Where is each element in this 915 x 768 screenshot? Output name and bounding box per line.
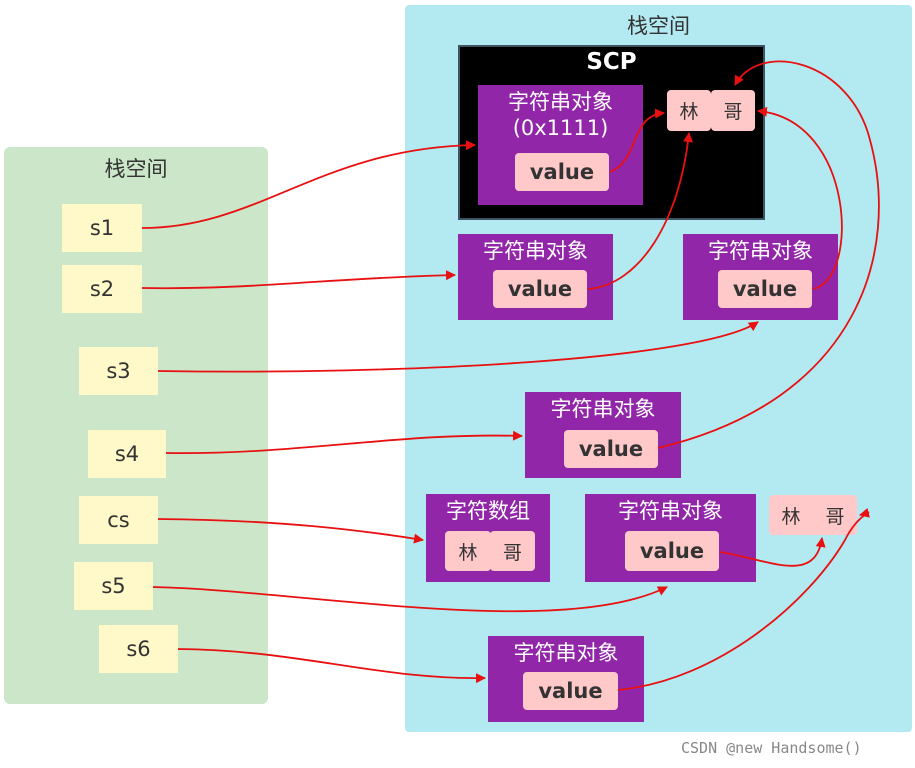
heap-panel-title: 栈空间 [627, 14, 690, 38]
var-s2: s2 [62, 265, 142, 313]
scp-value-field: value [515, 153, 609, 191]
scp-char-ge: 哥 [711, 90, 755, 131]
char-array-object: 字符数组 林 哥 [426, 494, 550, 582]
scp-title: SCP [586, 49, 637, 75]
scp-object-address: (0x1111) [512, 116, 609, 140]
var-s5: s5 [74, 562, 153, 610]
string-object-s6: 字符串对象 value [488, 636, 644, 722]
var-s3: s3 [79, 347, 158, 395]
watermark: CSDN @new Handsome() [681, 739, 862, 757]
scp-string-object: 字符串对象 (0x1111) value [478, 85, 643, 205]
string-object-s2: 字符串对象 value [458, 234, 613, 320]
heap-char-lin: 林 [781, 505, 801, 528]
string-object-s5: 字符串对象 value [585, 494, 756, 582]
object-title: 字符串对象 [618, 499, 723, 523]
scp-char-lin: 林 [667, 90, 711, 131]
value-field: value [493, 270, 587, 308]
var-s4: s4 [88, 430, 166, 478]
char-array-ge: 哥 [490, 531, 535, 571]
char-array-lin: 林 [445, 531, 491, 571]
string-object-s3: 字符串对象 value [683, 234, 838, 320]
string-object-s4: 字符串对象 value [525, 392, 681, 478]
object-title: 字符串对象 [550, 397, 656, 421]
var-cs: cs [79, 496, 158, 544]
value-field: value [523, 672, 618, 710]
object-title: 字符串对象 [708, 239, 813, 263]
heap-char-pair: 林 哥 [769, 495, 857, 535]
stack-panel-title: 栈空间 [104, 157, 168, 181]
object-title: 字符串对象 [513, 641, 619, 665]
value-field: value [625, 531, 719, 571]
char-array-title: 字符数组 [446, 499, 530, 523]
scp-object-title: 字符串对象 [508, 90, 613, 114]
heap-char-ge: 哥 [825, 505, 845, 528]
value-field: value [718, 270, 812, 308]
var-s6: s6 [99, 625, 178, 673]
value-field: value [564, 430, 658, 468]
var-s1: s1 [62, 204, 142, 252]
object-title: 字符串对象 [483, 239, 588, 263]
